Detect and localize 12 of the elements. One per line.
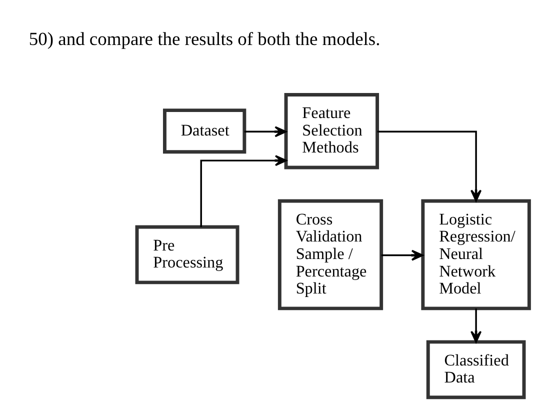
arrow — [244, 126, 287, 137]
arrow — [381, 249, 424, 260]
node-box: Dataset — [162, 108, 246, 154]
arrow — [200, 154, 287, 226]
arrow — [377, 130, 482, 202]
label: 50) and compare the results of both the models. — [28, 28, 380, 48]
arrow — [470, 308, 482, 342]
node-box: Pre Processing — [135, 224, 240, 284]
node-box: Cross Validation Sample / Percentage Split — [278, 198, 384, 310]
node-box: Logistic Regression/ Neural Network Model — [421, 198, 531, 310]
node-box: Classified Data — [426, 340, 526, 399]
node-box: Feature Selection Methods — [284, 92, 380, 169]
